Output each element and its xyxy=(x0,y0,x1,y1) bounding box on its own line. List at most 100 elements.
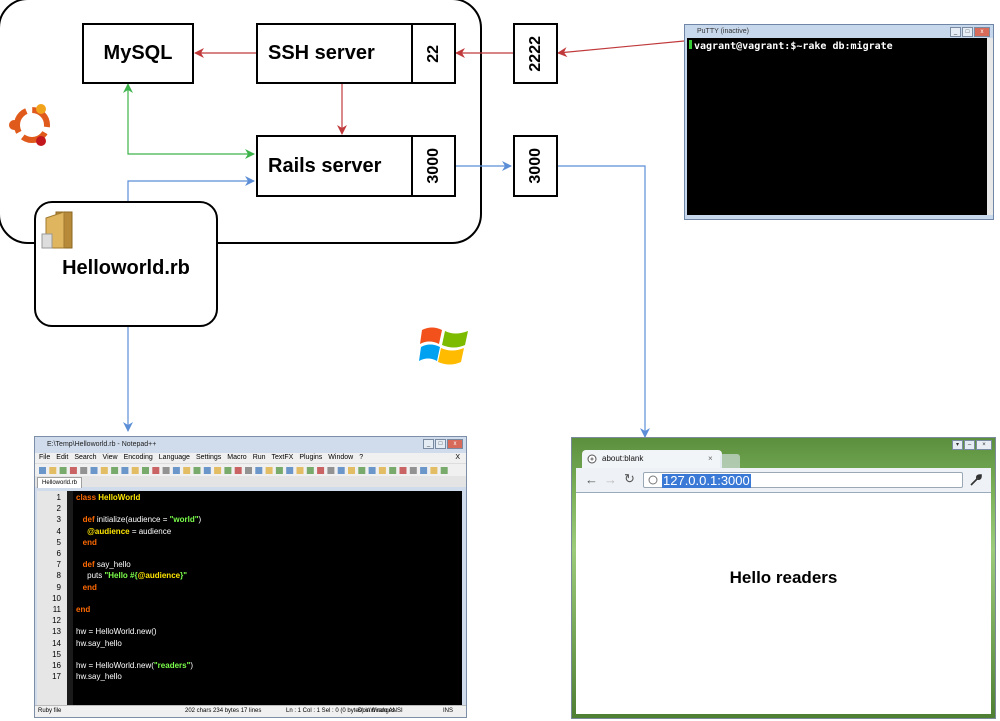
status-stats: 202 chars 234 bytes 17 lines xyxy=(185,708,262,714)
toolbar-button-icon xyxy=(245,467,252,474)
toolbar-button-icon xyxy=(142,467,149,474)
ssh-port-label: 22 xyxy=(424,44,442,63)
toolbar-button-icon xyxy=(162,467,170,474)
putty-scrollbar[interactable] xyxy=(987,38,993,215)
toolbar-icons[interactable] xyxy=(35,465,460,477)
line-number: 10 xyxy=(52,593,61,603)
menu-item-search[interactable]: Search xyxy=(74,454,97,461)
toolbar-button-icon xyxy=(368,467,376,474)
browser-window: ▾ – × about:blank × ← → ↻ 127.0.0.1:3000… xyxy=(571,437,996,719)
line-number: 2 xyxy=(56,504,61,514)
code-token: "world" xyxy=(169,515,199,525)
code-line: end xyxy=(76,605,90,616)
menu-item-edit[interactable]: Edit xyxy=(56,454,69,461)
maximize-icon[interactable]: □ xyxy=(435,439,446,449)
toolbar-button-icon xyxy=(214,467,222,474)
toolbar-button-icon xyxy=(69,467,77,474)
ssh-port-box: 22 xyxy=(411,23,456,84)
menu-item-settings[interactable]: Settings xyxy=(195,454,222,461)
toolbar-button-icon xyxy=(90,467,98,474)
code-token: (audience = xyxy=(125,515,170,525)
tab-close-icon[interactable]: × xyxy=(708,454,713,463)
line-number: 16 xyxy=(52,661,61,670)
toolbar-button-icon xyxy=(409,467,417,474)
toolbar-button-icon xyxy=(399,467,407,474)
menu-item-view[interactable]: View xyxy=(102,454,118,461)
code-token: end xyxy=(76,537,97,547)
notepad-titlebar: E:\Temp\Helloworld.rb - Notepad++ _ □ x xyxy=(35,437,466,453)
minimize-icon[interactable]: _ xyxy=(423,439,434,449)
back-icon[interactable]: ← xyxy=(585,472,598,487)
wrench-icon[interactable] xyxy=(969,473,983,487)
menu-item-file[interactable]: File xyxy=(39,454,51,461)
notepad-window: E:\Temp\Helloworld.rb - Notepad++ _ □ x … xyxy=(34,436,467,718)
line-number: 9 xyxy=(56,582,61,592)
terminal-cursor xyxy=(689,40,692,49)
code-token: "Hello #{ xyxy=(104,571,138,581)
menu-item-textfx[interactable]: TextFX xyxy=(271,454,294,461)
menu-item-[interactable]: ? xyxy=(359,454,364,461)
toolbar-button-icon xyxy=(348,467,355,474)
menu-item-encoding[interactable]: Encoding xyxy=(123,454,153,461)
line-number: 7 xyxy=(56,560,61,570)
code-line: puts "Hello #{@audience}" xyxy=(76,571,187,582)
maximize-icon[interactable]: – xyxy=(964,440,975,450)
putty-title: PuTTY (inactive) xyxy=(697,28,749,35)
menu-item-run[interactable]: Run xyxy=(252,454,266,461)
toolbar-button-icon xyxy=(59,467,67,474)
putty-terminal[interactable]: vagrant@vagrant:$~rake db:migrate xyxy=(687,38,987,215)
code-line: class HelloWorld xyxy=(76,493,140,504)
address-bar[interactable]: 127.0.0.1:3000 xyxy=(643,472,963,488)
minimize-icon[interactable]: _ xyxy=(950,27,961,37)
toolbar-button-icon xyxy=(430,467,438,474)
host-ssh-port-label: 2222 xyxy=(526,35,544,72)
toolbar-button-icon xyxy=(275,467,283,474)
close-icon[interactable]: × xyxy=(976,440,992,450)
code-token: end xyxy=(76,605,91,614)
menu-close-icon[interactable]: X xyxy=(455,454,460,461)
menu-item-macro[interactable]: Macro xyxy=(227,454,247,461)
maximize-icon[interactable]: □ xyxy=(962,27,973,37)
reload-icon[interactable]: ↻ xyxy=(624,471,635,486)
toolbar-button-icon xyxy=(121,467,129,474)
line-number: 15 xyxy=(52,649,61,659)
line-number: 14 xyxy=(52,638,61,648)
toolbar-button-icon xyxy=(183,467,191,474)
browser-window-controls: ▾ – × xyxy=(952,440,992,450)
forward-icon[interactable]: → xyxy=(604,472,617,487)
page-heading: Hello readers xyxy=(729,568,838,587)
toolbar-button-icon xyxy=(172,467,180,474)
browser-tab[interactable]: about:blank × xyxy=(582,450,722,468)
rails-server-box: Rails server xyxy=(256,135,413,197)
status-position: Ln : 1 Col : 1 Sel : 0 (0 bytes) in 0 ra… xyxy=(286,708,396,714)
menu-item-plugins[interactable]: Plugins xyxy=(299,454,323,461)
notepad-window-controls: _ □ x xyxy=(423,439,463,449)
ubuntu-logo-icon xyxy=(9,104,51,146)
toolbar-button-icon xyxy=(193,467,201,474)
code-token: @audience xyxy=(137,571,181,581)
code-line: hw = HelloWorld.new() xyxy=(76,627,157,638)
code-token: @audience xyxy=(76,526,130,536)
toolbar-button-icon xyxy=(440,467,448,474)
toolbar-button-icon xyxy=(152,467,160,474)
toolbar-button-icon xyxy=(203,467,211,474)
rails-server-label: Rails server xyxy=(268,154,382,177)
arrow-3000-to-browser xyxy=(558,165,650,438)
close-icon[interactable]: x xyxy=(974,27,990,37)
line-number: 4 xyxy=(56,526,61,536)
code-line: hw = HelloWorld.new("readers") xyxy=(76,661,193,672)
menu-item-window[interactable]: Window xyxy=(328,454,354,461)
code-line: @audience = audience xyxy=(76,527,171,538)
close-icon[interactable]: x xyxy=(447,439,463,449)
code-token: hw.say_hello xyxy=(76,672,122,682)
code-token: def xyxy=(76,560,97,570)
code-token: hw = HelloWorld.new( xyxy=(76,661,154,670)
toolbar-button-icon xyxy=(131,467,139,474)
menu-item-language[interactable]: Language xyxy=(158,454,190,461)
minimize-icon[interactable]: ▾ xyxy=(952,440,963,450)
new-tab-button[interactable] xyxy=(720,454,740,468)
tab-helloworld[interactable]: Helloworld.rb xyxy=(37,477,83,488)
toolbar-button-icon xyxy=(49,467,57,474)
notepad-title: E:\Temp\Helloworld.rb - Notepad++ xyxy=(47,441,157,448)
